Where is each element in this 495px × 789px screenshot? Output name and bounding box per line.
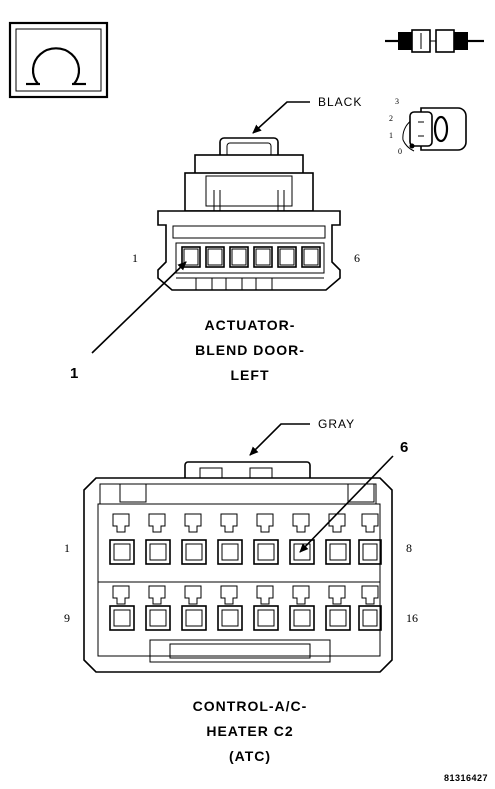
connector-actuator-blend-door-left: BLACK bbox=[70, 95, 362, 383]
figure-id: 81316427 bbox=[444, 773, 488, 783]
pin-label-1-c2: 1 bbox=[64, 541, 70, 555]
wire-color-gray: GRAY bbox=[318, 417, 355, 431]
inline-connector-icon bbox=[385, 29, 484, 53]
open-circle-arrow-icon bbox=[26, 47, 86, 86]
wire-color-black: BLACK bbox=[318, 95, 362, 109]
pin-cavity-row-bottom bbox=[109, 585, 382, 631]
connector-bottom-title-line-3: (ATC) bbox=[229, 748, 271, 764]
connector-control-ac-heater-c2: GRAY bbox=[64, 417, 418, 764]
key-position-1: 1 bbox=[389, 131, 393, 140]
pin-label-6: 6 bbox=[354, 251, 360, 265]
pin-cavity-row bbox=[175, 242, 325, 274]
callout-1: 1 bbox=[70, 365, 78, 382]
pin-label-16: 16 bbox=[406, 611, 418, 625]
legend-symbol-box bbox=[8, 21, 109, 99]
connector-top-title-line-2: BLEND DOOR- bbox=[195, 342, 305, 358]
key-position-0: 0 bbox=[398, 147, 402, 156]
key-position-2: 2 bbox=[389, 114, 393, 123]
pin-label-8: 8 bbox=[406, 541, 412, 555]
connector-bottom-title-line-1: CONTROL-A/C- bbox=[193, 698, 308, 714]
connector-bottom-title-line-2: HEATER C2 bbox=[206, 723, 293, 739]
ignition-key-icon: 3 2 1 0 bbox=[389, 97, 467, 156]
pin-cavity-row-top bbox=[109, 513, 382, 565]
pin-label-9: 9 bbox=[64, 611, 70, 625]
callout-6: 6 bbox=[400, 439, 408, 456]
key-position-3: 3 bbox=[395, 97, 399, 106]
pin-label-1: 1 bbox=[132, 251, 138, 265]
connector-top-title-line-1: ACTUATOR- bbox=[205, 317, 296, 333]
connector-top-title-line-3: LEFT bbox=[231, 367, 270, 383]
